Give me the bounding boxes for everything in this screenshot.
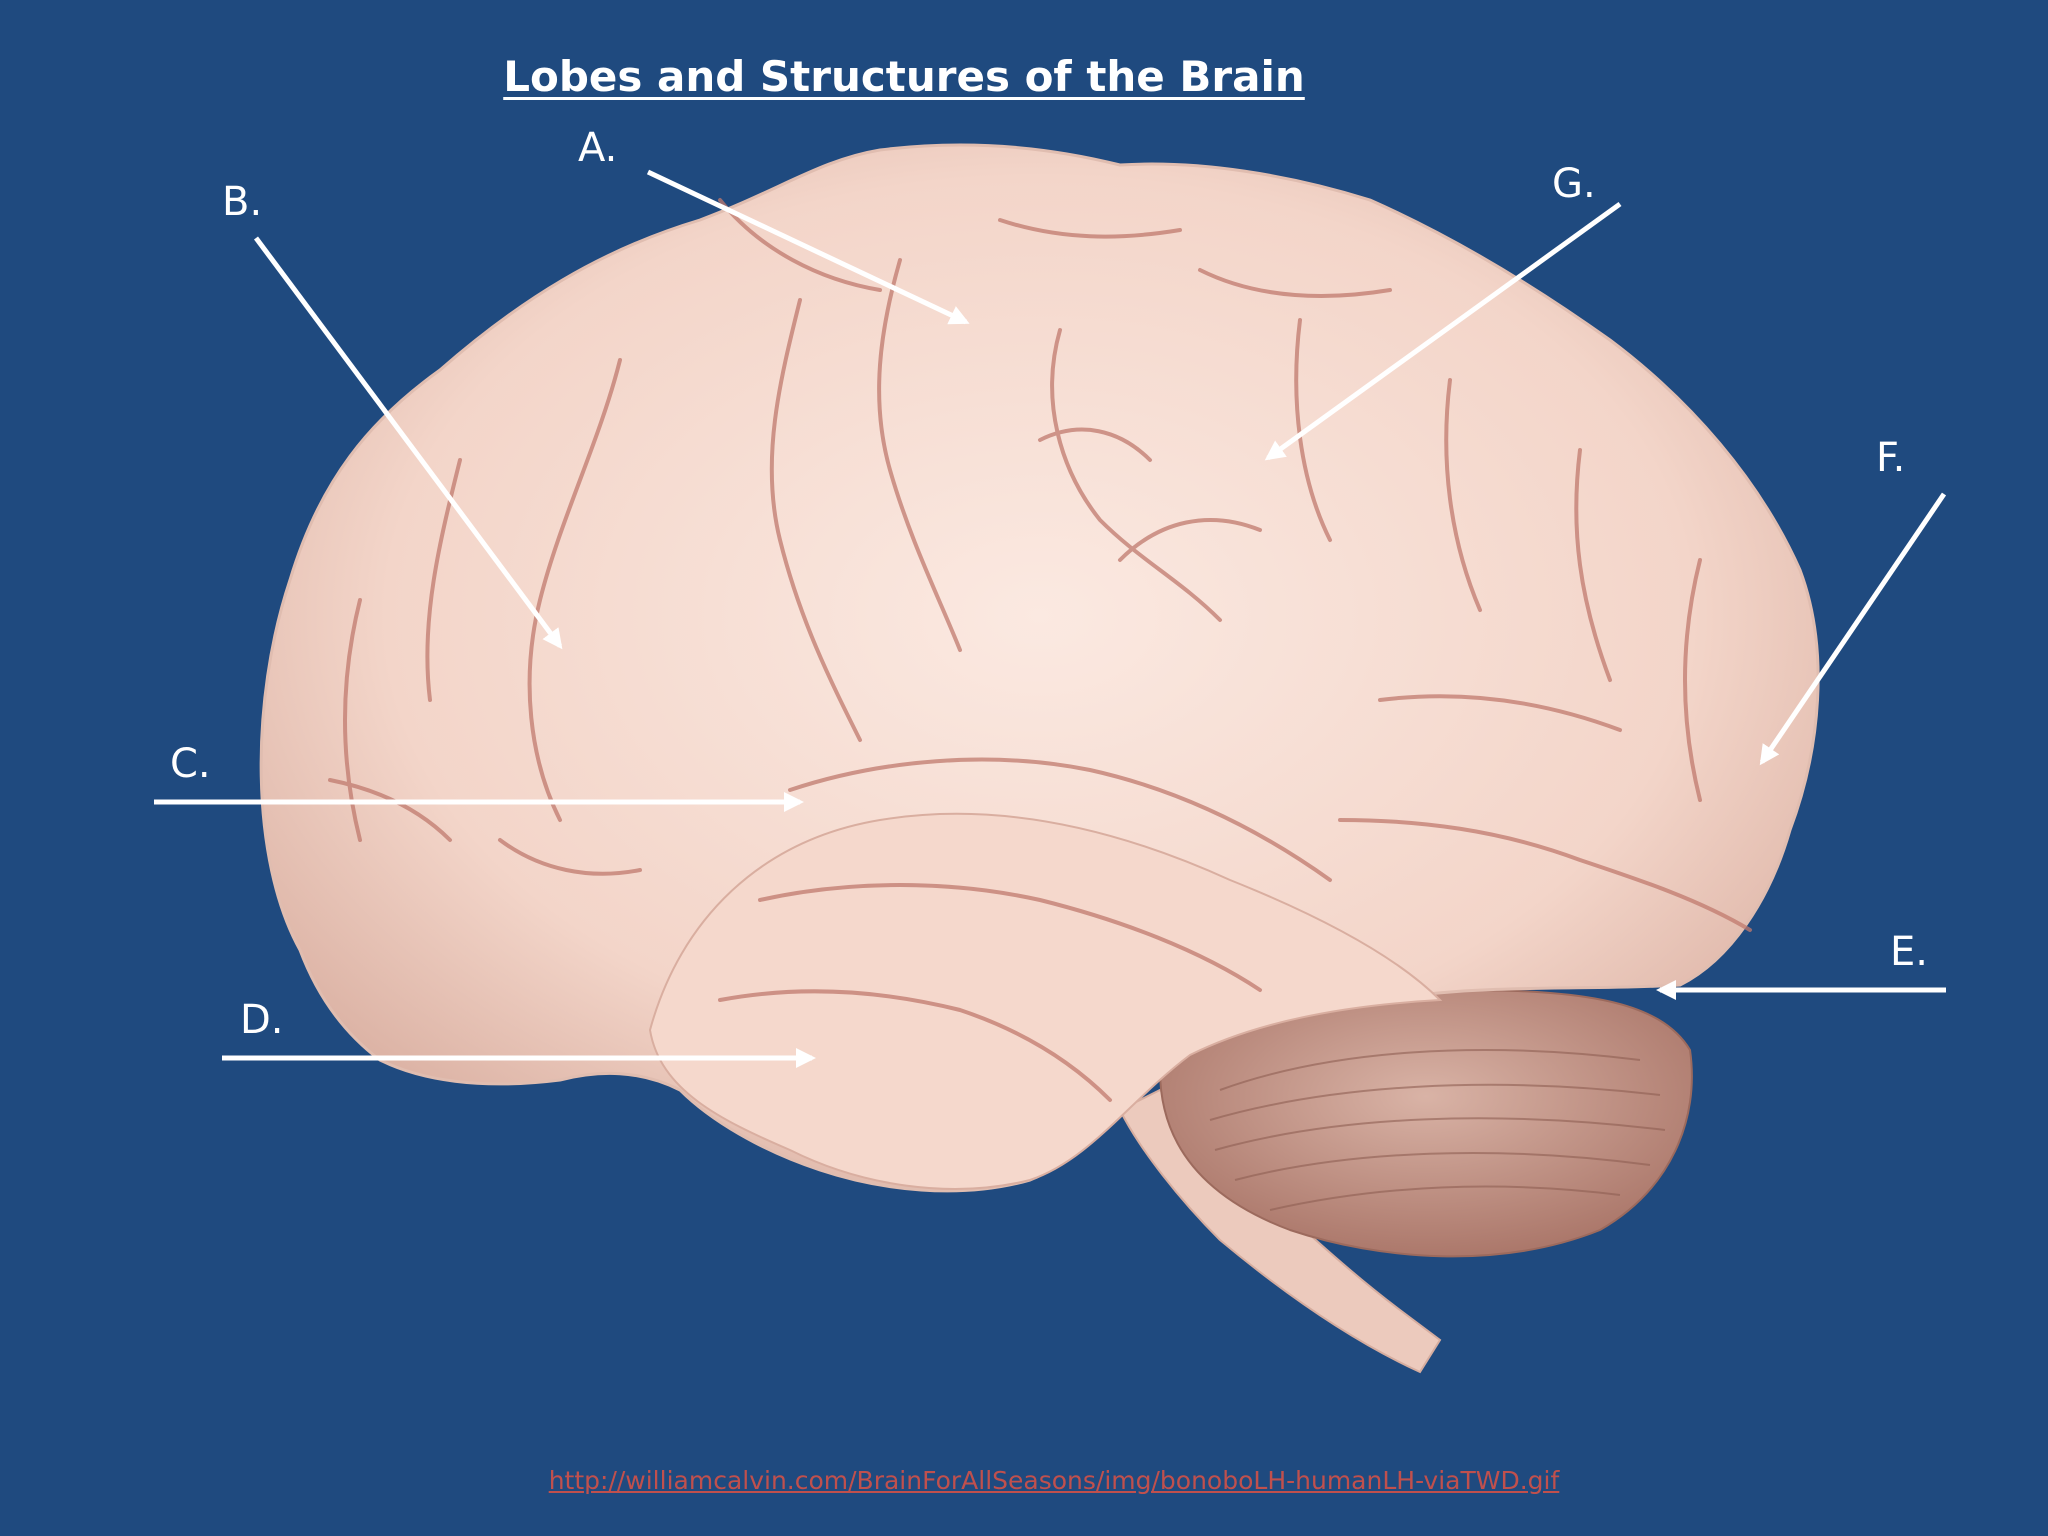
- label-e: E.: [1890, 929, 1928, 975]
- label-g: G.: [1552, 161, 1596, 207]
- arrow-g: [1264, 201, 1622, 461]
- label-c: C.: [170, 741, 211, 787]
- cerebrum: [259, 143, 1820, 1193]
- label-a: A.: [578, 125, 618, 171]
- source-link[interactable]: http://williamcalvin.com/BrainForAllSeas…: [548, 1466, 1560, 1495]
- label-d: D.: [240, 997, 284, 1043]
- temporal-lobe: [648, 812, 1443, 1190]
- arrow-f: [1759, 492, 1947, 766]
- slide-title: Lobes and Structures of the Brain: [503, 52, 1305, 101]
- label-b: B.: [222, 179, 263, 225]
- cerebellum-folia: [1209, 1049, 1666, 1211]
- arrow-b: [253, 236, 563, 650]
- arrow-a: [646, 169, 970, 325]
- label-f: F.: [1876, 435, 1906, 481]
- pointer-arrows: [154, 169, 1947, 1068]
- sulci: [328, 198, 1752, 1102]
